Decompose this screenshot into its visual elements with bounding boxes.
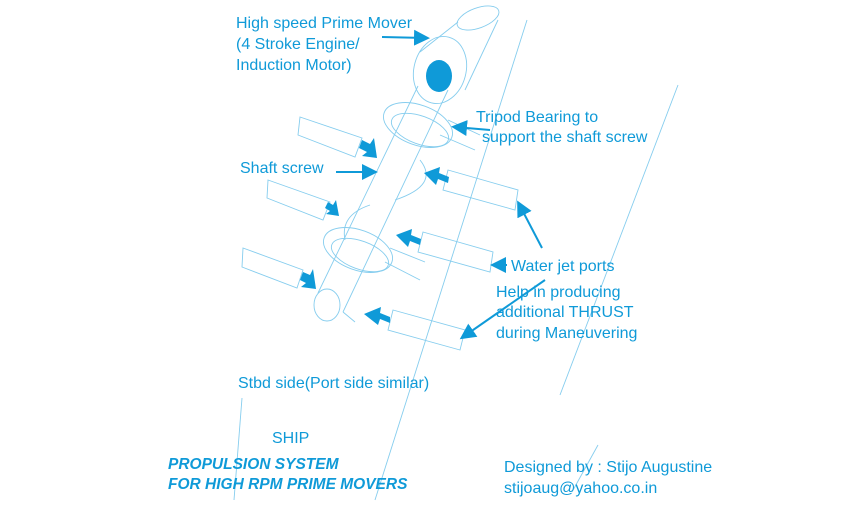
- ship-label: SHIP: [272, 430, 309, 447]
- jet-arrow-icon: [359, 138, 377, 158]
- shaft-screw: [313, 85, 449, 323]
- tripod-label: support the shaft screw: [482, 129, 648, 146]
- designer-email: stijoaug@yahoo.co.in: [504, 480, 657, 497]
- callout-arrows: [336, 29, 546, 340]
- prime-mover-label: High speed Prime Mover: [236, 15, 413, 32]
- jet-arrow-icon: [364, 307, 390, 325]
- prime-mover-label: Induction Motor): [236, 57, 352, 74]
- prime-mover: [412, 5, 500, 104]
- jet-flow-arrows: [300, 138, 449, 325]
- tripod-bearing-lower: [323, 227, 426, 281]
- tripod-label: Tripod Bearing to: [476, 109, 598, 126]
- prime-mover-label: (4 Stroke Engine/: [236, 36, 360, 53]
- diagram-title: FOR HIGH RPM PRIME MOVERS: [168, 476, 408, 493]
- jet-arrow-icon: [424, 167, 449, 185]
- hull-lines: [233, 19, 679, 501]
- water-jet-label: Water jet ports: [511, 258, 614, 275]
- jet-arrow-icon: [396, 229, 421, 247]
- thrust-label: additional THRUST: [496, 304, 634, 321]
- designer-credit: Designed by : Stijo Augustine: [504, 459, 712, 476]
- water-jet-ports: [241, 116, 519, 351]
- thrust-label: Help in producing: [496, 284, 621, 301]
- jet-arrow-icon: [325, 200, 339, 216]
- side-label: Stbd side(Port side similar): [238, 375, 429, 392]
- jet-arrow-icon: [300, 269, 316, 289]
- shaft-end-dot: [426, 60, 452, 92]
- diagram-title: PROPULSION SYSTEM: [168, 456, 340, 473]
- shaft-screw-label: Shaft screw: [240, 160, 324, 177]
- thrust-label: during Maneuvering: [496, 325, 637, 342]
- tripod-bearing-upper: [383, 102, 481, 151]
